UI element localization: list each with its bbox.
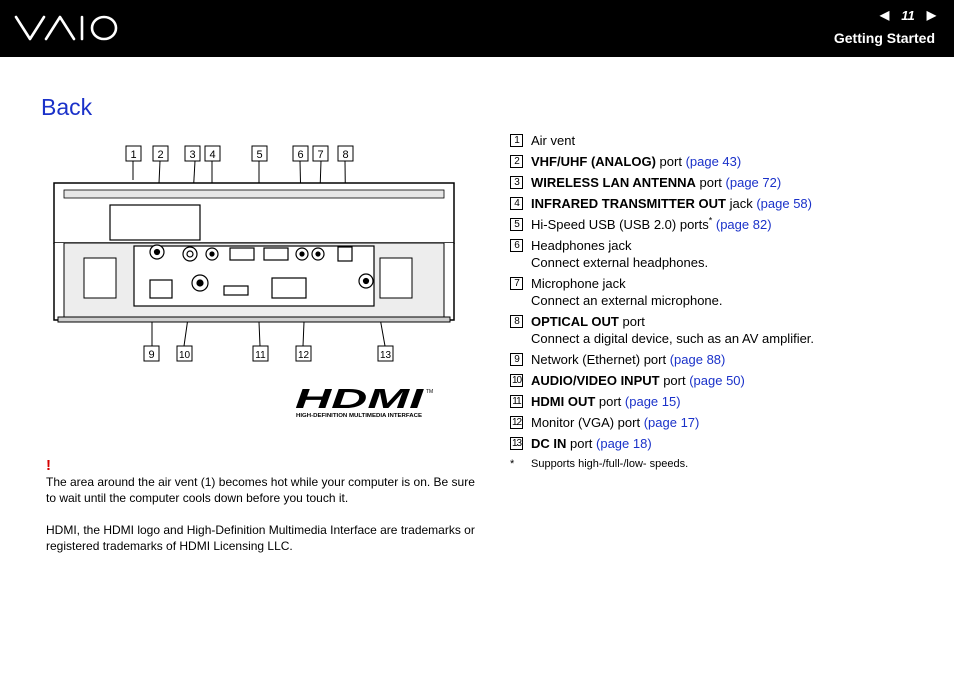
ports [149,244,374,299]
section-title: Getting Started [833,30,935,46]
svg-text:12: 12 [298,350,310,361]
warning-icon: ! [46,457,51,474]
svg-text:7: 7 [317,149,323,161]
page-navigation: ◀ 11 ▶ [880,6,936,24]
page-title: Back [41,94,93,120]
list-item: 4 INFRARED TRANSMITTER OUT jack (page 58… [510,195,814,212]
svg-text:6: 6 [297,149,303,161]
svg-text:4: 4 [209,149,215,161]
callout-8: 8 [337,145,354,162]
svg-text:13: 13 [380,350,392,361]
callout-2: 2 [152,145,169,162]
svg-text:11: 11 [255,350,266,361]
svg-text:10: 10 [179,350,191,361]
item-number: 9 [510,353,523,366]
item-number: 11 [510,395,523,408]
callout-12: 12 [295,345,312,362]
item-number: 3 [510,176,523,189]
page-link[interactable]: (page 43) [685,154,742,169]
svg-text:3: 3 [189,149,195,161]
item-number: 7 [510,277,523,290]
item-number: 13 [510,437,523,450]
page-number: 11 [901,7,915,23]
page-link[interactable]: (page 88) [669,352,726,367]
notes: ! The area around the air vent (1) becom… [46,458,476,570]
callout-13: 13 [377,345,394,362]
svg-text:2: 2 [157,149,163,161]
item-number: 10 [510,374,523,387]
footnote-marker: * [708,215,713,226]
callout-7: 7 [312,145,329,162]
page-link[interactable]: (page 18) [596,436,652,451]
item-number: 4 [510,197,523,210]
callout-1: 1 [125,145,142,162]
list-item: 3 WIRELESS LAN ANTENNA port (page 72) [510,174,814,191]
callout-9: 9 [143,345,160,362]
list-item: 1 Air vent [510,132,814,149]
vaio-logo [14,15,118,41]
svg-text:5: 5 [256,149,262,161]
item-number: 12 [510,416,523,429]
port-list: 1 Air vent 2 VHF/UHF (ANALOG) port (page… [510,132,814,473]
list-item: 2 VHF/UHF (ANALOG) port (page 43) [510,153,814,170]
item-number: 8 [510,315,523,328]
left-triangle-icon[interactable]: ◀ [880,8,890,22]
callout-6: 6 [292,145,309,162]
list-item: 5 Hi-Speed USB (USB 2.0) ports* (page 82… [510,216,814,233]
svg-text:9: 9 [148,349,154,361]
callout-4: 4 [204,145,221,162]
back-panel-diagram: 1 2 3 4 5 6 7 8 9 10 11 12 13 [53,145,455,362]
page-link[interactable]: (page 15) [624,394,681,409]
list-item: 9 Network (Ethernet) port (page 88) [510,351,814,368]
callout-5: 5 [251,145,268,162]
trademark-note: HDMI, the HDMI logo and High-Definition … [46,523,475,553]
svg-text:TM: TM [426,389,433,395]
hdmi-logo: HDMI TM HIGH-DEFINITION MULTIMEDIA INTER… [295,384,433,419]
page-link[interactable]: (page 17) [643,415,700,430]
item-number: 2 [510,155,523,168]
page-link[interactable]: (page 50) [689,373,745,388]
callout-3: 3 [184,145,201,162]
list-item: 13 DC IN port (page 18) [510,436,652,451]
footnote: * Supports high-/full-/low- speeds. [510,458,689,470]
item-number: 1 [510,134,523,147]
svg-text:8: 8 [342,149,348,161]
list-item: 11 HDMI OUT port (page 15) [510,393,814,410]
page-link[interactable]: (page 72) [725,175,782,190]
top-bar: ◀ 11 ▶ Getting Started [0,0,954,57]
page-link[interactable]: (page 82) [715,217,772,232]
svg-text:1: 1 [130,149,136,161]
callout-11: 11 [252,345,269,362]
list-item: 12 Monitor (VGA) port (page 17) [510,415,700,430]
right-triangle-icon[interactable]: ▶ [926,8,936,22]
list-item: 10 AUDIO/VIDEO INPUT port (page 50) [510,373,745,388]
item-number: 5 [510,218,523,231]
item-number: 6 [510,239,523,252]
svg-text:HIGH-DEFINITION MULTIMEDIA INT: HIGH-DEFINITION MULTIMEDIA INTERFACE [296,413,423,419]
callout-10: 10 [176,345,193,362]
page-link[interactable]: (page 58) [756,196,812,211]
svg-text:HDMI: HDMI [295,384,425,414]
device-body [53,182,455,323]
warning-note: The area around the air vent (1) becomes… [46,475,475,505]
